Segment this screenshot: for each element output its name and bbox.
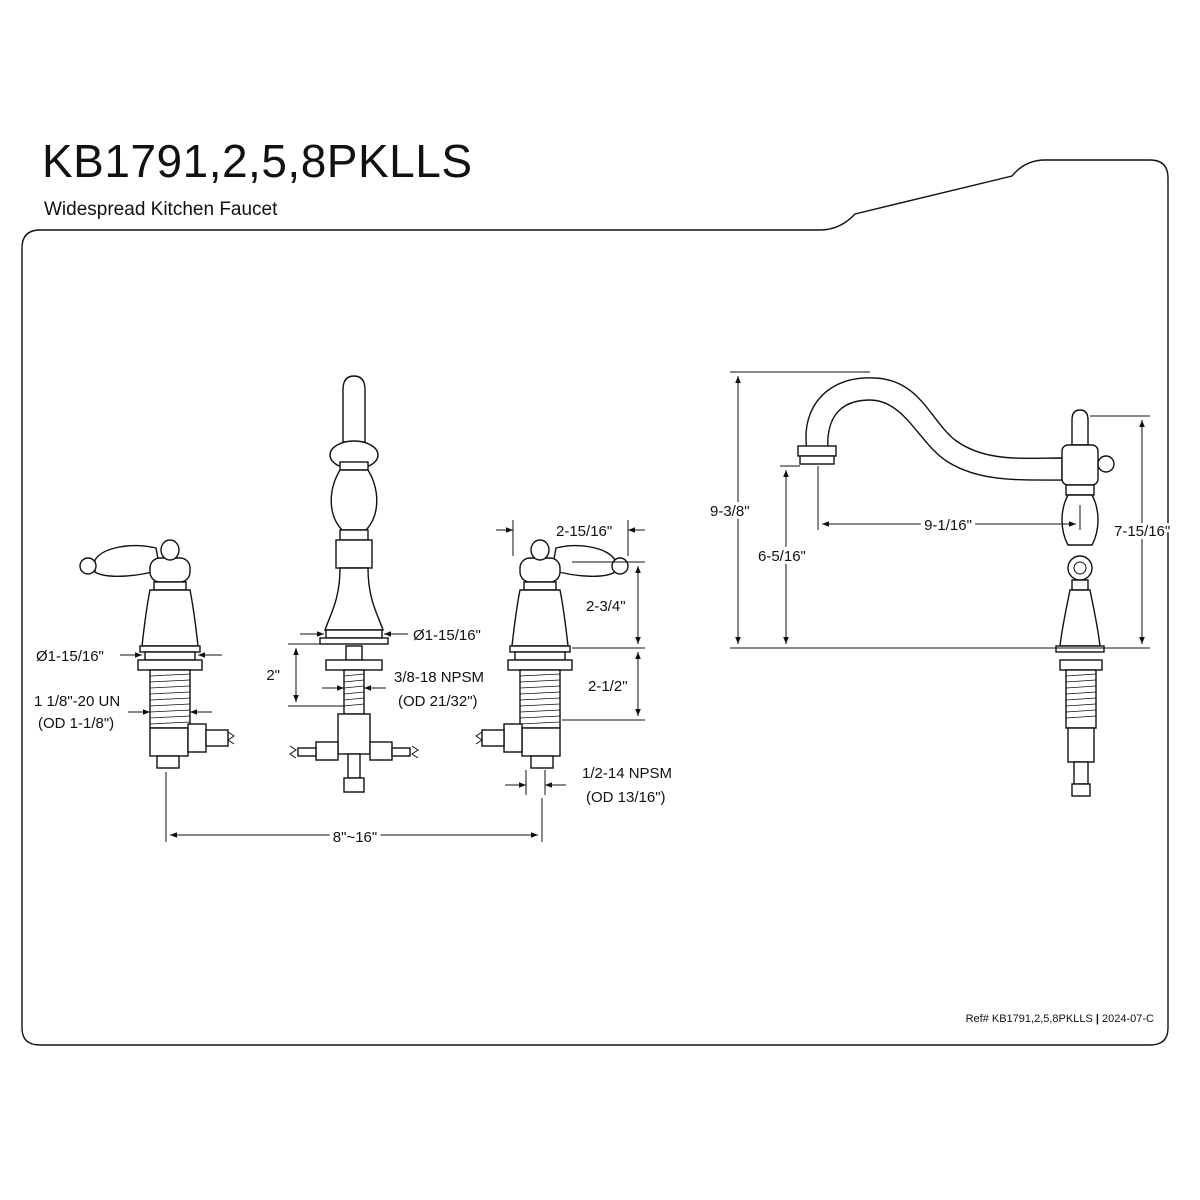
connection-thread-label: 1/2-14 NPSM: [582, 765, 672, 782]
spout-thread-label: 3/8-18 NPSM: [394, 669, 484, 686]
product-description: Widespread Kitchen Faucet: [44, 199, 278, 220]
reference-model: Ref# KB1791,2,5,8PKLLS: [965, 1013, 1093, 1025]
handle-height-label: 2-3/4": [586, 598, 626, 615]
handle-width-label: 2-15/16": [556, 523, 612, 540]
spout-clearance-label: 6-5/16": [758, 548, 806, 565]
spout-reach-label: 9-1/16": [924, 517, 972, 534]
spout-shank-height-label: 2": [266, 667, 280, 684]
left-thread-od-label: (OD 1-1/8"): [38, 715, 114, 732]
center-spout-front: [289, 375, 419, 793]
overall-height-label: 9-3/8": [710, 503, 750, 520]
reference-revision: 2024-07-C: [1102, 1013, 1154, 1025]
shank-height-label: 2-1/2": [588, 678, 628, 695]
left-handle-valve: [79, 539, 235, 769]
reference-separator: |: [1095, 1013, 1099, 1025]
faucet-side-view: [797, 377, 1115, 797]
spout-thread-od-label: (OD 21/32"): [398, 693, 478, 710]
left-thread-label: 1 1/8"-20 UN: [34, 693, 120, 710]
left-handle-diameter-label: Ø1-15/16": [36, 648, 104, 665]
spread-label: 8"~16": [333, 829, 377, 846]
reference-code: Ref# KB1791,2,5,8PKLLS | 2024-07-C: [966, 1013, 1154, 1025]
right-handle-valve: [475, 539, 629, 769]
model-number: KB1791,2,5,8PKLLS: [42, 135, 473, 187]
spout-base-diameter-label: Ø1-15/16": [413, 627, 481, 644]
drawing-border: [21, 159, 1169, 1046]
side-height-label: 7-15/16": [1114, 523, 1170, 540]
dimension-lines: [120, 371, 1150, 842]
connection-od-label: (OD 13/16"): [586, 789, 666, 806]
